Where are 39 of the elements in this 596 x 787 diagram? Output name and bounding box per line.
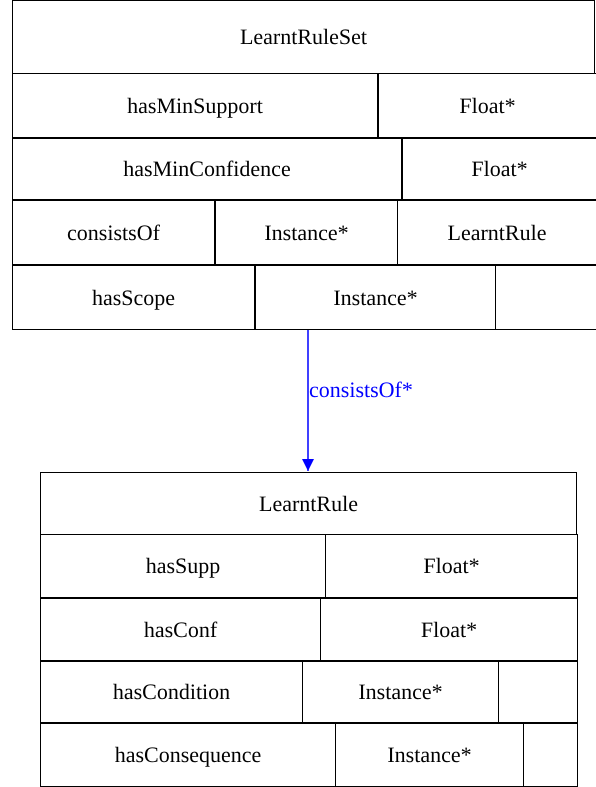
table-cell <box>378 73 596 138</box>
table-cell <box>397 200 596 265</box>
table-cell <box>12 265 255 330</box>
attribute-text: hasConf <box>144 618 218 640</box>
table-cell <box>302 661 499 723</box>
table-cell <box>255 265 496 330</box>
class-name: LearntRule <box>258 492 359 514</box>
attribute-text: hasScope <box>92 286 176 308</box>
empty-cell <box>523 723 578 787</box>
table-cell <box>40 661 303 723</box>
table-cell <box>12 138 402 200</box>
table-cell <box>320 598 578 661</box>
table-cell <box>215 200 398 265</box>
attribute-text: hasSupp <box>146 555 220 577</box>
edge-label: consistsOf* <box>309 378 413 400</box>
attribute-text: Float* <box>471 158 528 180</box>
attribute-text: hasMinSupport <box>127 94 263 116</box>
table-cell <box>12 200 215 265</box>
attribute-text: consistsOf <box>67 222 160 244</box>
attribute-text: Float* <box>423 555 480 577</box>
table-cell <box>40 598 321 661</box>
attribute-text: Instance* <box>333 286 418 308</box>
table-cell <box>12 73 378 138</box>
attribute-text: LearntRule <box>448 222 546 244</box>
table-cell <box>325 534 578 598</box>
attribute-text: hasConsequence <box>114 744 262 766</box>
attribute-text: Float* <box>420 618 478 640</box>
attribute-text: hasCondition <box>112 681 230 703</box>
table-cell <box>40 534 326 598</box>
attribute-text: Instance* <box>387 744 472 766</box>
attribute-text: Instance* <box>358 681 443 703</box>
arrow <box>302 330 314 471</box>
attribute-text: Float* <box>459 94 516 116</box>
class-name: LearntRuleSet <box>238 26 368 48</box>
attribute-text: Instance* <box>264 222 349 244</box>
table-cell <box>402 138 596 200</box>
class-table <box>12 0 595 330</box>
attribute-text: hasMinConfidence <box>123 158 291 180</box>
class-table <box>40 472 577 787</box>
